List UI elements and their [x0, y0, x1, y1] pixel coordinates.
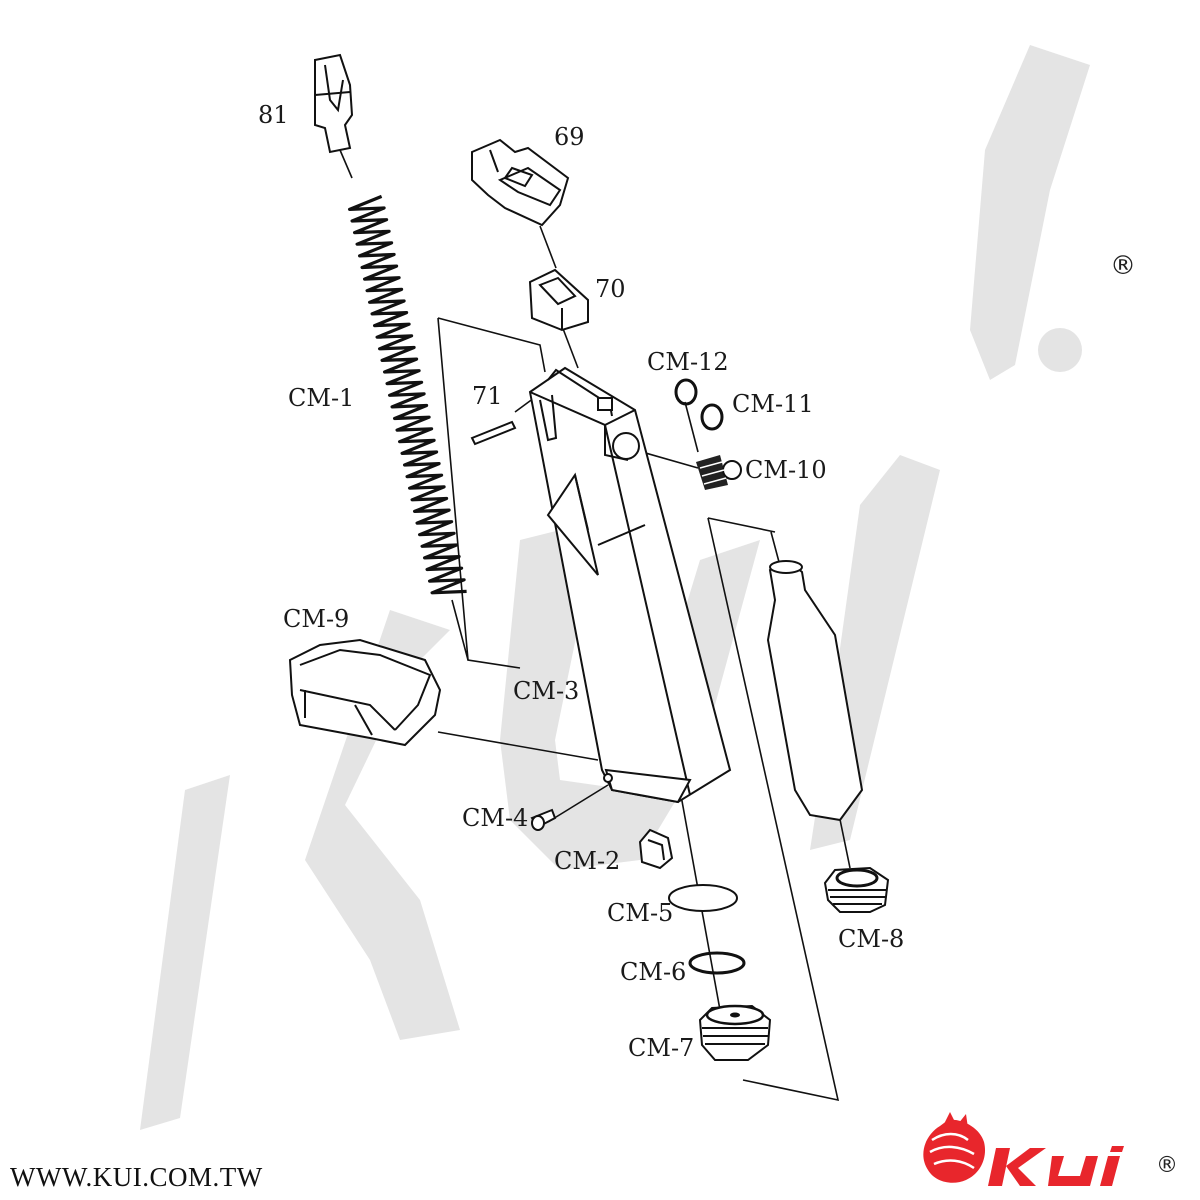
magazine-body	[528, 366, 732, 804]
website-url: WWW.KUI.COM.TW	[10, 1162, 263, 1192]
label-cm6: CM-6	[620, 958, 686, 986]
label-71: 71	[472, 382, 503, 410]
spring-cm1	[348, 194, 467, 595]
part-cm7-cap	[698, 1004, 772, 1061]
label-cm1: CM-1	[288, 384, 354, 412]
label-cm11: CM-11	[732, 390, 814, 418]
brand-logo: ®	[923, 1112, 1178, 1186]
part-cm6-oring	[688, 951, 746, 975]
part-69-feed-block	[471, 138, 570, 227]
label-cm12: CM-12	[647, 348, 729, 376]
label-cm8: CM-8	[838, 925, 904, 953]
label-70: 70	[595, 275, 626, 303]
label-cm7: CM-7	[628, 1034, 694, 1062]
part-81-latch	[314, 53, 354, 154]
registered-mark: ®	[1110, 251, 1136, 281]
lion-head-icon	[923, 1112, 986, 1183]
co2-cylinder	[766, 560, 864, 822]
part-cm5-disc	[668, 884, 738, 912]
spring-coil	[348, 194, 467, 595]
part-cm9-baseplate	[288, 638, 442, 747]
part-cm10-valve	[696, 455, 742, 490]
label-69: 69	[554, 123, 585, 151]
part-70-block	[528, 268, 589, 332]
part-cm12-oring	[674, 378, 698, 406]
label-cm5: CM-5	[607, 899, 673, 927]
label-cm3: CM-3	[513, 677, 579, 705]
part-labels: 81 69 70 71 CM-1 CM-2 CM-3 CM-4 CM-5 CM-…	[258, 101, 904, 1062]
label-cm4: CM-4	[462, 804, 528, 832]
label-cm2: CM-2	[554, 847, 620, 875]
part-cm11-oring	[700, 403, 724, 431]
part-cm4-screw	[530, 808, 557, 831]
label-cm9: CM-9	[283, 605, 349, 633]
kui-wordmark	[988, 1146, 1124, 1186]
brand-registered-mark: ®	[1156, 1153, 1178, 1178]
label-cm10: CM-10	[745, 456, 827, 484]
label-81: 81	[258, 101, 289, 129]
part-cm2-knocker	[638, 828, 674, 870]
part-71-pin	[470, 420, 517, 446]
part-cm8-cap	[823, 866, 890, 913]
